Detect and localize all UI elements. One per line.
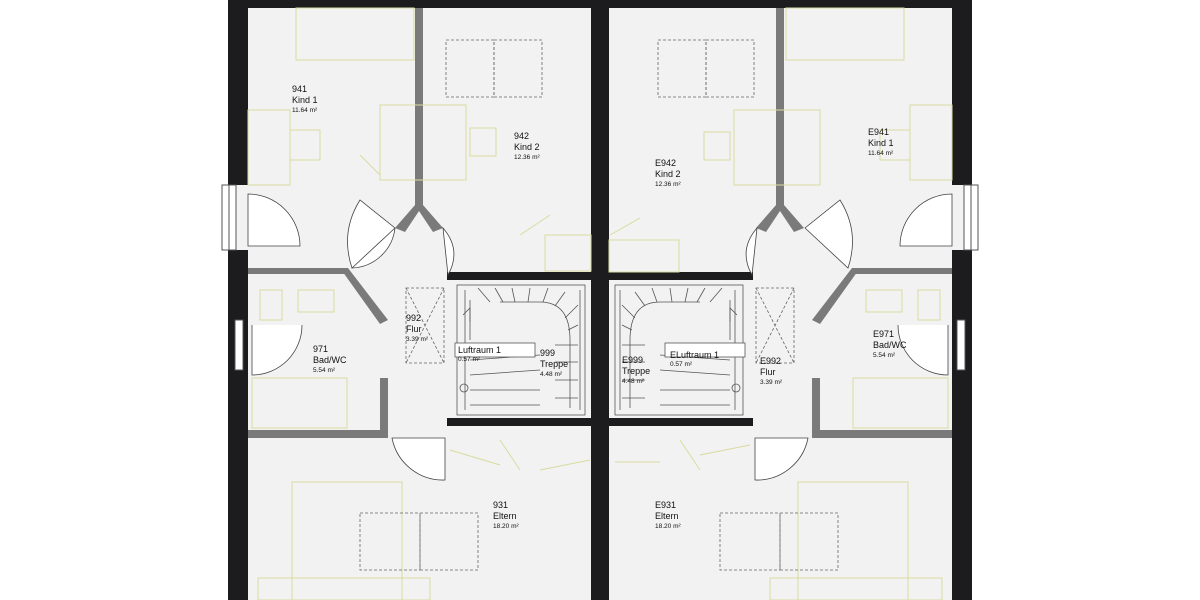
room-code: E941 <box>868 127 890 137</box>
room-name: Kind 2 <box>655 169 681 180</box>
room-area: 18.20 m² <box>655 522 681 530</box>
room-name: Kind 1 <box>292 95 318 106</box>
room-name: Eltern <box>655 511 679 522</box>
dashed-furniture <box>359 39 839 571</box>
room-label-931: 931 Eltern 18.20 m² <box>493 500 519 531</box>
room-name: Bad/WC <box>873 340 907 351</box>
room-code: 999 <box>540 348 556 358</box>
doors <box>247 193 953 481</box>
room-label-E931: E931 Eltern 18.20 m² <box>655 500 681 531</box>
room-label-E971: E971 Bad/WC 5.54 m² <box>873 329 907 360</box>
room-name: Treppe <box>540 359 569 370</box>
flur-dashed <box>405 287 795 364</box>
room-name: Kind 1 <box>868 138 894 149</box>
room-area: 12.36 m² <box>514 153 540 161</box>
room-code: E931 <box>655 500 677 510</box>
furniture <box>247 7 953 600</box>
void-name: Luftraum 1 <box>458 345 502 355</box>
room-code: 941 <box>292 84 308 94</box>
room-label-942: 942 Kind 2 12.36 m² <box>514 131 540 162</box>
room-area: 4.48 m² <box>540 370 563 378</box>
room-name: Eltern <box>493 511 517 522</box>
room-label-E942: E942 Kind 2 12.36 m² <box>655 158 681 189</box>
room-name: Flur <box>406 324 422 335</box>
room-area: 4.48 m² <box>622 377 645 385</box>
room-code: E942 <box>655 158 677 168</box>
staircase-left <box>456 284 586 416</box>
room-code: E999 <box>622 355 644 365</box>
room-code: E992 <box>760 356 782 366</box>
room-label-971: 971 Bad/WC 5.54 m² <box>313 344 347 375</box>
room-code: 931 <box>493 500 509 510</box>
void-area: 0.57 m² <box>458 356 481 364</box>
void-boxes <box>454 342 746 358</box>
room-name: Bad/WC <box>313 355 347 366</box>
room-area: 12.36 m² <box>655 180 681 188</box>
room-area: 11.64 m² <box>868 149 894 157</box>
room-area: 3.39 m² <box>760 378 783 386</box>
room-code: E971 <box>873 329 895 339</box>
inner-walls <box>248 8 952 438</box>
room-name: Treppe <box>622 366 651 377</box>
void-label-left: Luftraum 1 0.57 m² <box>458 345 501 364</box>
room-label-992: 992 Flur 3.39 m² <box>406 313 428 344</box>
room-area: 5.54 m² <box>313 366 336 374</box>
room-label-E992: E992 Flur 3.39 m² <box>760 356 782 387</box>
stair-walls <box>447 272 753 426</box>
room-area: 3.39 m² <box>406 335 429 343</box>
room-label-E941: E941 Kind 1 11.64 m² <box>868 127 894 158</box>
void-name: ELuftraum 1 <box>670 350 720 360</box>
room-label-999: 999 Treppe 4.48 m² <box>540 348 568 379</box>
room-code: 971 <box>313 344 329 354</box>
room-code: 992 <box>406 313 422 323</box>
void-label-right: ELuftraum 1 0.57 m² <box>670 350 719 369</box>
room-label-E999: E999 Treppe 4.48 m² <box>622 355 650 386</box>
void-area: 0.57 m² <box>670 361 693 369</box>
room-name: Kind 2 <box>514 142 540 153</box>
room-code: 942 <box>514 131 530 141</box>
room-label-941: 941 Kind 1 11.64 m² <box>292 84 318 115</box>
room-name: Flur <box>760 367 776 378</box>
room-area: 11.64 m² <box>292 106 318 114</box>
windows <box>221 184 979 371</box>
room-area: 5.54 m² <box>873 351 896 359</box>
room-area: 18.20 m² <box>493 522 519 530</box>
